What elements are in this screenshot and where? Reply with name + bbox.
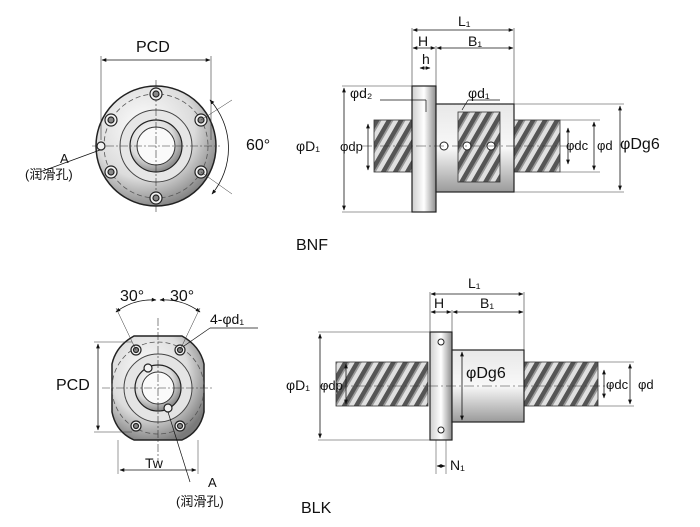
blk-phi-dc-label: φdc: [606, 377, 629, 392]
bnf-phi-dc-label: φdc: [566, 138, 589, 153]
blk-model-name: BLK: [301, 500, 332, 517]
bnf-phi-d1-label: φd₁: [468, 85, 490, 101]
bnf-phi-d2-label: φd₂: [350, 85, 373, 101]
blk-phi-d-label: φd: [638, 377, 654, 392]
bnf-phi-dg6-label: φDg6: [620, 136, 660, 153]
blk-l1-label: L₁: [468, 275, 481, 291]
bnf-b1-label: B₁: [468, 33, 483, 49]
bnf-a-label: A: [60, 151, 69, 166]
blk-h-label: H: [434, 295, 445, 311]
blk-holes-label: 4-φd₁: [210, 311, 245, 327]
blk-n1-label: N₁: [450, 457, 465, 473]
bnf-lube-hole-label: (润滑孔): [25, 167, 73, 182]
bnf-phi-D1-label: φD₁: [296, 138, 320, 154]
bnf-front-view: [39, 56, 233, 212]
blk-lube-hole-label: (润滑孔): [176, 494, 224, 509]
blk-phi-D1-label: φD₁: [286, 377, 310, 393]
blk-front-view: [94, 297, 258, 483]
blk-phi-dp-label: φdp: [320, 378, 343, 393]
blk-side-view: [318, 292, 634, 474]
bnf-h-label: H: [418, 33, 429, 49]
bnf-side-view: [342, 28, 624, 213]
blk-a-label: A: [208, 475, 217, 490]
blk-pcd-label: PCD: [56, 377, 90, 394]
bnf-angle-label: 60°: [246, 137, 271, 154]
blk-b1-label: B₁: [480, 295, 495, 311]
bnf-l1-label: L₁: [458, 13, 471, 29]
blk-angle-right-label: 30°: [170, 288, 195, 305]
bnf-phi-dp-label: φdp: [340, 139, 363, 154]
blk-phi-dg6-label: φDg6: [466, 365, 506, 382]
blk-tw-label: Tw: [145, 455, 163, 471]
bnf-model-name: BNF: [296, 237, 328, 254]
bnf-h-small-label: h: [422, 51, 430, 67]
bnf-pcd-label: PCD: [136, 39, 170, 56]
blk-angle-left-label: 30°: [120, 288, 145, 305]
bnf-phi-d-label: φd: [597, 138, 613, 153]
